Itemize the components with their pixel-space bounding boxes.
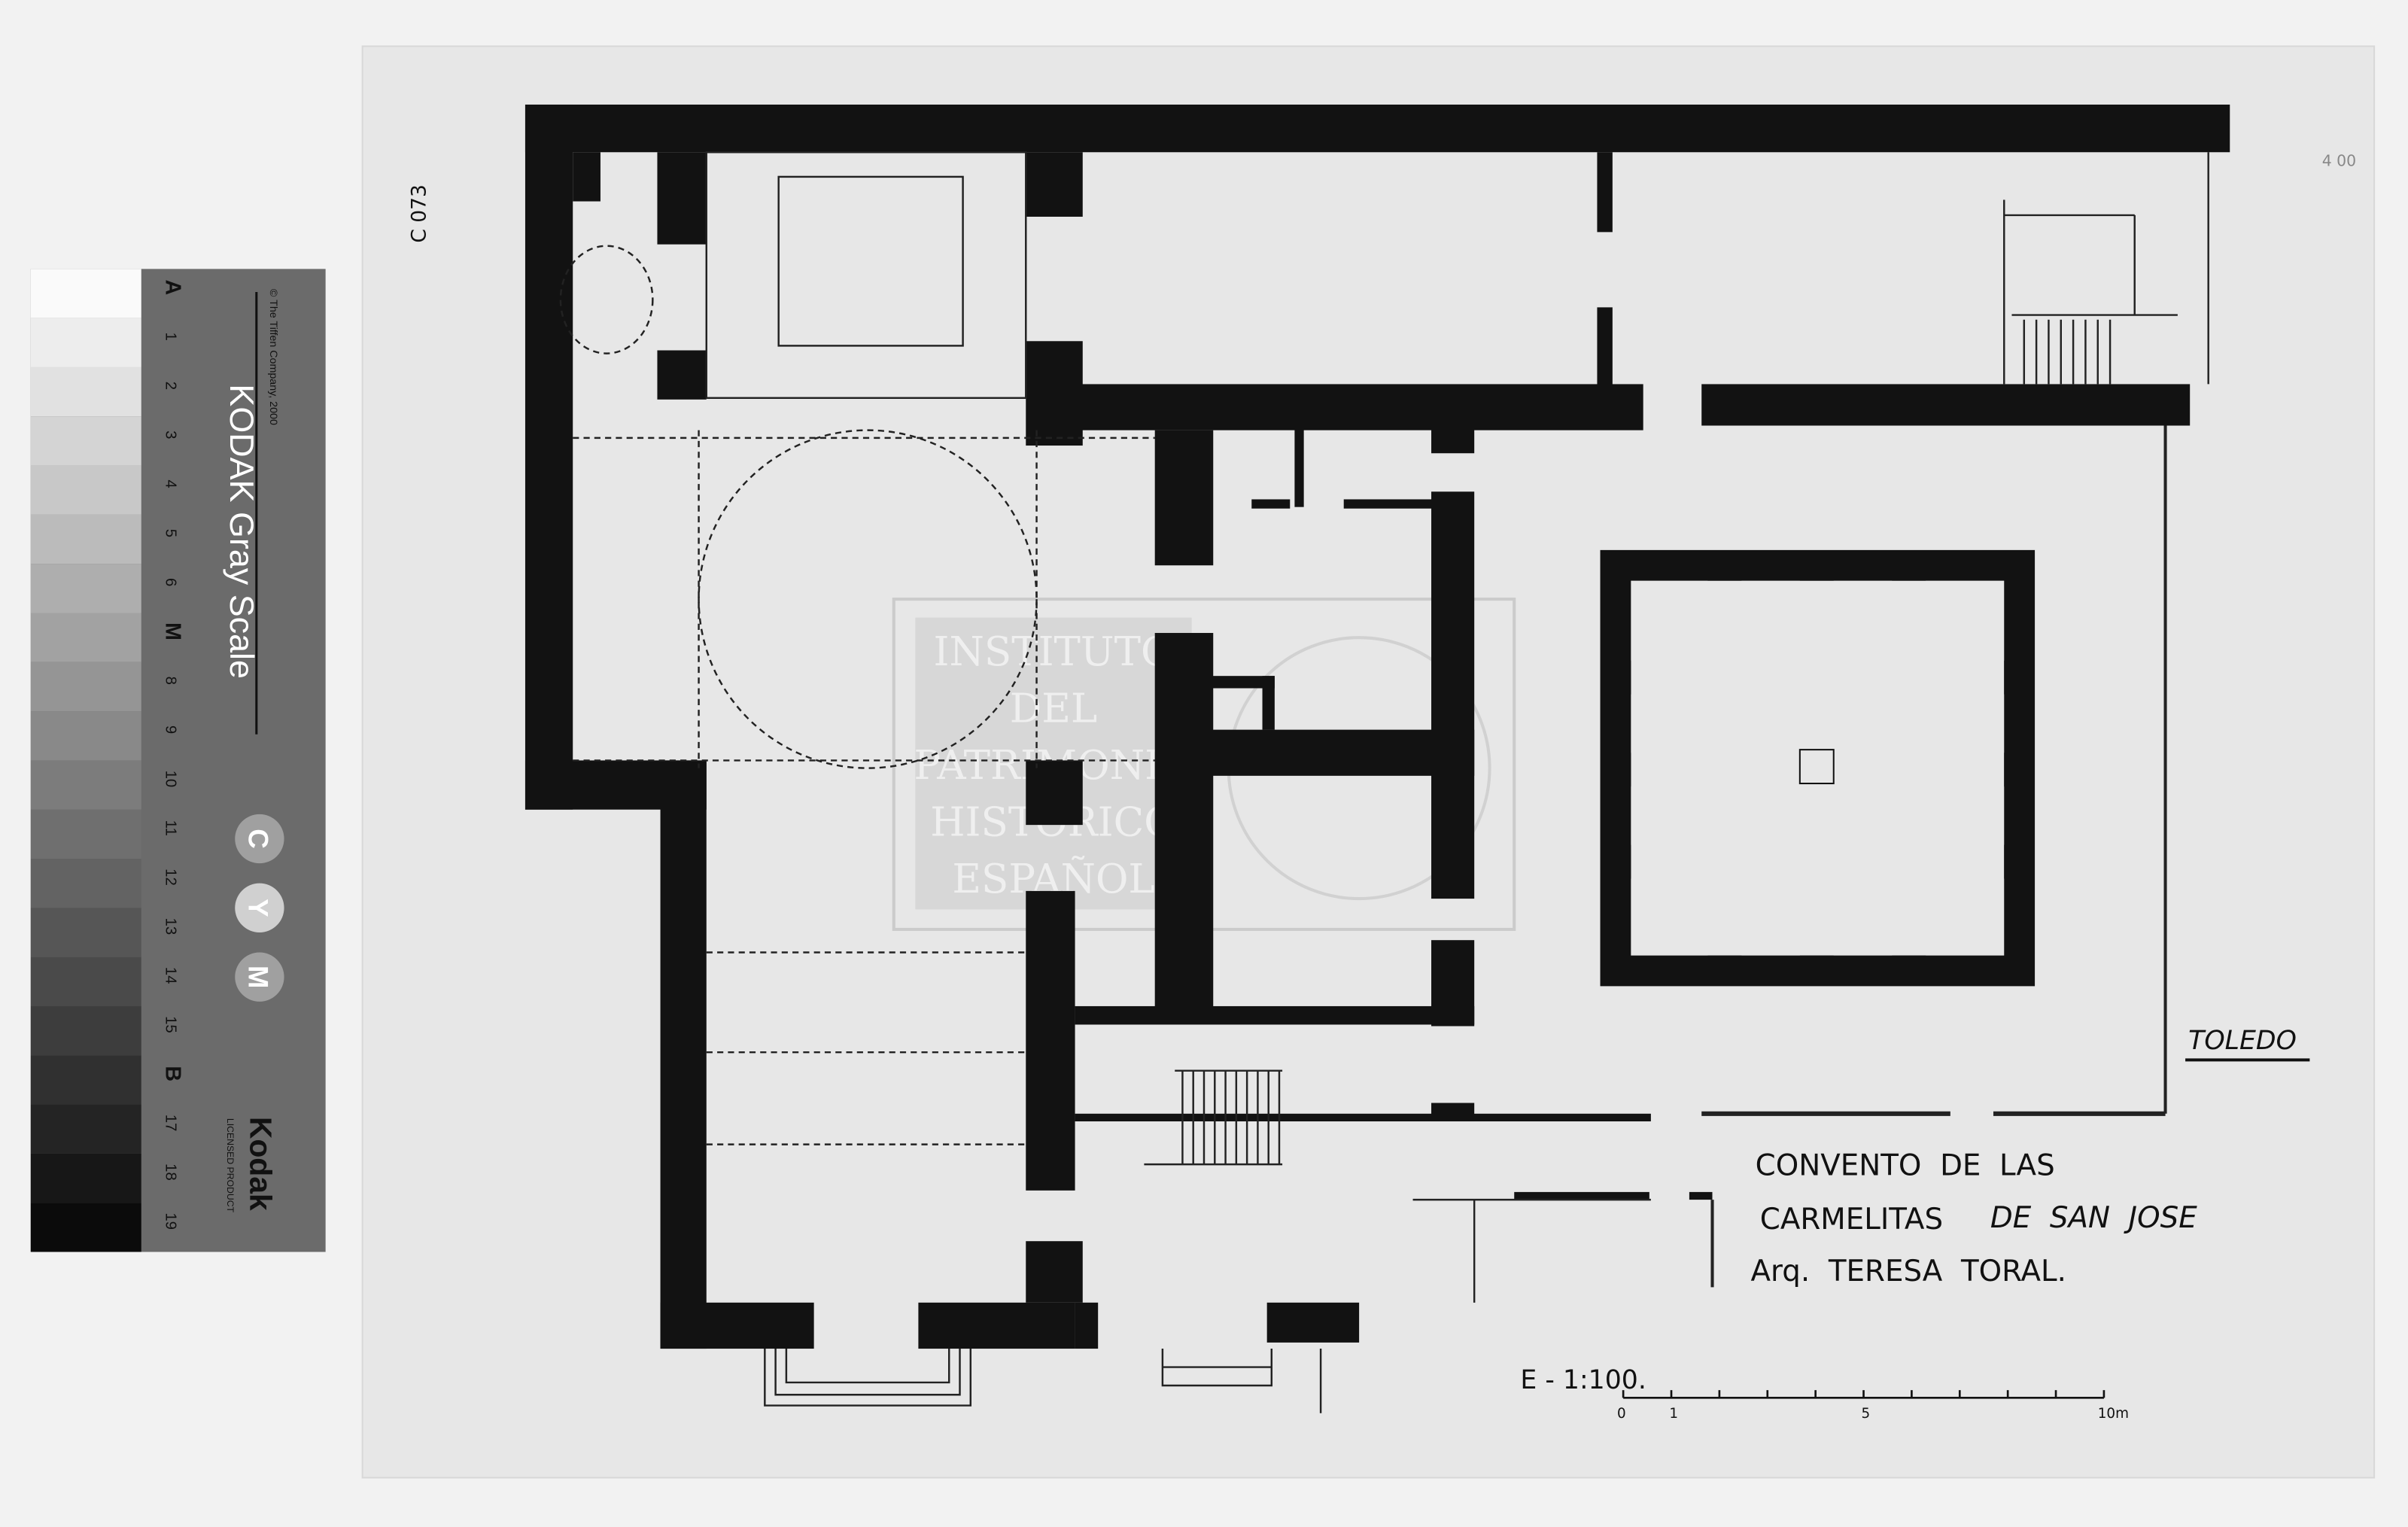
gray-step-label: 8: [162, 677, 178, 685]
gray-step-label: A: [160, 280, 184, 296]
floor-plan: [524, 104, 2230, 1349]
gray-step-label: 15: [162, 1016, 178, 1033]
watermark-line: DEL: [1010, 685, 1097, 732]
gray-step: [30, 1153, 141, 1203]
gray-step: [30, 465, 141, 515]
gray-step: [30, 809, 141, 859]
gray-step-label: 19: [162, 1212, 178, 1230]
catalog-code: C 073: [407, 184, 430, 243]
gray-step-label: 11: [162, 820, 178, 836]
gray-step: [30, 859, 141, 908]
watermark-line: INSTITUTO: [933, 628, 1173, 675]
gray-step: [30, 564, 141, 613]
gray-step: [30, 416, 141, 466]
gray-step: [30, 1005, 141, 1056]
gray-step-label: 1: [162, 332, 178, 340]
cloister-pier: [1892, 552, 1926, 581]
sheet-mark: 4 00: [2322, 152, 2356, 170]
gray-step-label: M: [160, 622, 184, 640]
title-line-2b: DE SAN JOSE: [1990, 1201, 2197, 1235]
gray-step: [30, 613, 141, 662]
gray-step: [30, 1104, 141, 1154]
gray-step-label: 9: [162, 725, 178, 734]
gray-step-label: B: [160, 1066, 184, 1081]
gray-step-label: 3: [162, 430, 178, 439]
gray-step-label: 2: [162, 382, 178, 390]
color-badge: [235, 952, 284, 1002]
scale-tick-1: 1: [1669, 1406, 1678, 1422]
gray-step: [30, 760, 141, 810]
gray-step-label: 13: [162, 917, 178, 935]
gray-step-label: 6: [162, 578, 178, 586]
scale-tick-5: 5: [1861, 1406, 1870, 1422]
cloister-pier: [1707, 955, 1742, 984]
gray-step-label: 10: [162, 771, 178, 788]
cloister-pier: [1799, 552, 1834, 581]
cloister-pier: [1603, 753, 1631, 787]
title-line-2a: CARMELITAS: [1760, 1203, 1943, 1237]
scale-tick-0: 0: [1617, 1406, 1626, 1422]
scale-label: E - 1:100.: [1520, 1365, 1646, 1395]
gray-step: [30, 1203, 141, 1252]
plan-linework: [559, 151, 2209, 1413]
color-badge-label: Y: [243, 899, 274, 917]
gray-step: [30, 662, 141, 712]
color-badge: [235, 883, 284, 932]
gray-step: [30, 711, 141, 761]
color-badge-label: M: [243, 966, 274, 989]
gray-step: [30, 367, 141, 417]
gray-step-label: 4: [162, 479, 178, 488]
cloister-center-mark: [1798, 749, 1835, 785]
color-badge: [235, 814, 284, 864]
card-title: KODAK Gray Scale: [223, 384, 261, 679]
cloister-pier: [2004, 753, 2032, 787]
color-badge-label: C: [243, 829, 274, 849]
cloister-pier: [2004, 844, 2032, 879]
gray-step: [30, 908, 141, 957]
card-license: LICENSED PRODUCT: [225, 1118, 236, 1213]
title-line-1: CONVENTO DE LAS: [1756, 1148, 2055, 1182]
kodak-logo: Kodak: [244, 1117, 278, 1211]
cloister-pier: [1799, 955, 1834, 984]
cloister-pier: [1603, 844, 1631, 879]
gray-step: [30, 318, 141, 367]
scale-tick-10m: 10m: [2098, 1406, 2129, 1422]
gray-step-label: 17: [162, 1115, 178, 1132]
gray-step-label: 18: [162, 1164, 178, 1181]
city-label: TOLEDO: [2188, 1026, 2297, 1056]
cloister-pier: [1707, 552, 1742, 581]
scale-bar: [1622, 1390, 2105, 1399]
gray-step: [30, 1055, 141, 1105]
gray-step-label: 12: [162, 868, 178, 886]
gray-step-label: 5: [162, 529, 178, 537]
card-copyright: © The Tiffen Company, 2000: [267, 289, 279, 425]
architect-label: Arq. TERESA TORAL.: [1751, 1255, 2066, 1288]
cloister-pier: [1603, 660, 1631, 695]
gray-step: [30, 514, 141, 564]
gray-step-label: 14: [162, 967, 178, 984]
gray-step: [30, 269, 141, 318]
gray-step: [30, 957, 141, 1006]
cloister-pier: [2004, 660, 2032, 695]
cloister-pier: [1892, 955, 1926, 984]
